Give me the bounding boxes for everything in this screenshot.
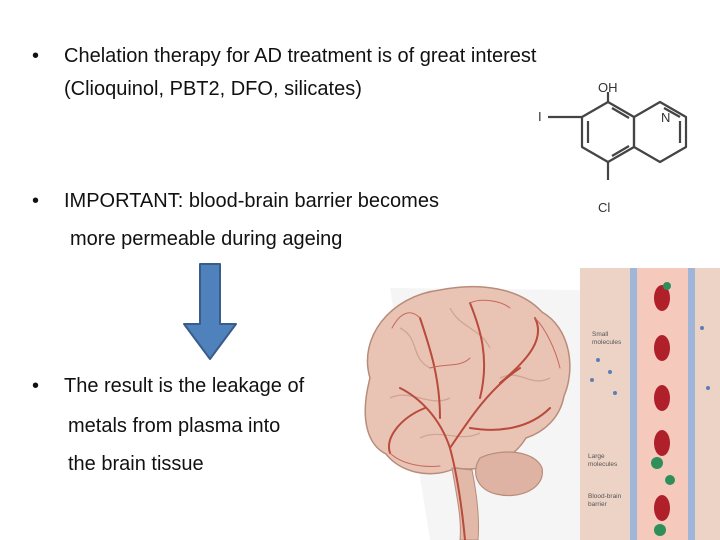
bullet-chelation: • Chelation therapy for AD treatment is … [32,42,682,102]
large-molecules-label: Large [588,453,605,460]
small-molecules-label: molecules [592,339,622,346]
down-arrow-icon [183,263,237,360]
oh-label: OH [598,80,618,95]
bbb-label: barrier [588,501,608,508]
large-molecules-label: molecules [588,461,618,468]
bullet-marker: • [32,375,40,397]
bullet-marker: • [32,190,40,212]
small-molecules-label: Small [592,331,609,338]
bullet-line: metals from plasma into [68,415,281,437]
bullet-line: IMPORTANT: blood-brain barrier becomes [64,190,439,212]
n-label: N [661,110,670,125]
bullet-leakage: • The result is the leakage of metals fr… [32,372,372,482]
bullet-line: The result is the leakage of [64,375,305,397]
bullet-marker: • [32,45,40,67]
bullet-line: (Clioquinol, PBT2, DFO, silicates) [64,78,362,100]
i-label: I [538,109,542,124]
clioquinol-structure-image: OH N I Cl [538,80,688,215]
bullet-line: Chelation therapy for AD treatment is of… [64,45,537,67]
brain-bbb-illustration: Small molecules Large molecules Blood-br… [364,268,720,540]
bullet-line: the brain tissue [68,453,204,475]
cl-label: Cl [598,200,610,215]
bullet-line: more permeable during ageing [70,228,343,250]
bullet-bbb: • IMPORTANT: blood-brain barrier becomes… [32,187,532,257]
bbb-label: Blood-brain [588,493,622,500]
